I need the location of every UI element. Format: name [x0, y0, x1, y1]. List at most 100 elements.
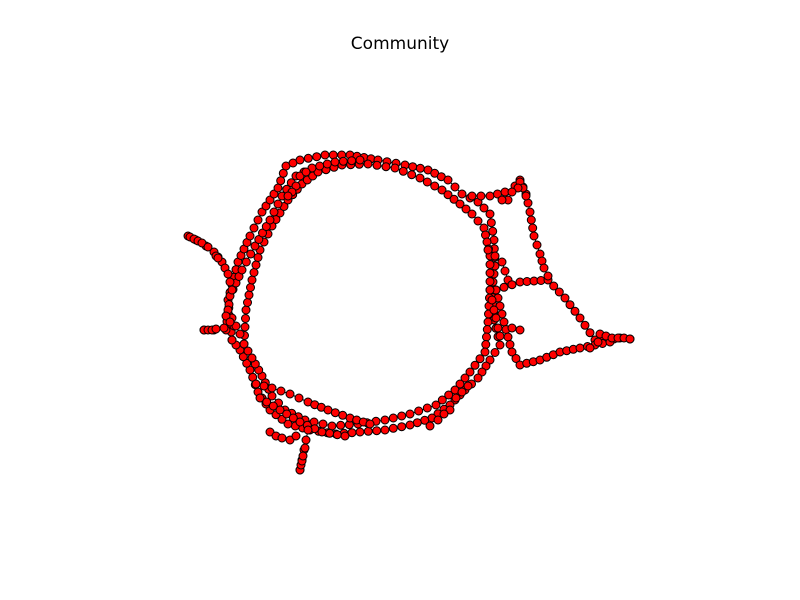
- graph-edge: [304, 419, 333, 427]
- graph-node: [225, 317, 235, 327]
- graph-node: [318, 419, 328, 429]
- graph-node: [467, 191, 477, 201]
- graph-node: [251, 379, 261, 389]
- graph-node: [327, 421, 337, 431]
- graph-node: [457, 189, 467, 199]
- node-layer: [183, 150, 635, 475]
- graph-node: [473, 216, 483, 226]
- graph-node: [325, 428, 335, 438]
- graph-node: [457, 387, 467, 397]
- graph-node: [539, 263, 549, 273]
- graph-node: [500, 266, 510, 276]
- graph-node: [433, 415, 443, 425]
- graph-node: [213, 253, 223, 263]
- graph-node: [398, 166, 408, 176]
- graph-node: [507, 187, 517, 197]
- graph-node: [507, 323, 517, 333]
- graph-node: [461, 204, 471, 214]
- graph-node: [443, 190, 453, 200]
- graph-node: [275, 405, 285, 415]
- graph-node: [225, 277, 235, 287]
- graph-node: [303, 153, 313, 163]
- graph-node: [532, 240, 542, 250]
- graph-node: [312, 152, 322, 162]
- graph-node: [241, 305, 251, 315]
- graph-node: [575, 313, 585, 323]
- graph-node: [405, 420, 415, 430]
- graph-node: [315, 161, 325, 171]
- graph-node: [470, 360, 480, 370]
- graph-node: [529, 231, 539, 241]
- graph-node: [330, 157, 340, 167]
- graph-node: [388, 423, 398, 433]
- graph-node: [488, 226, 498, 236]
- graph-node: [298, 451, 308, 461]
- graph-node: [625, 334, 635, 344]
- graph-node: [407, 170, 417, 180]
- graph-node: [449, 194, 459, 204]
- graph-node: [549, 281, 559, 291]
- graph-node: [485, 285, 495, 295]
- graph-node: [481, 340, 491, 349]
- graph-node: [485, 191, 495, 201]
- graph-node: [414, 406, 424, 416]
- graph-node: [511, 354, 521, 363]
- graph-node: [397, 411, 407, 421]
- graph-node: [490, 251, 500, 261]
- graph-node: [253, 253, 263, 262]
- graph-node: [372, 160, 382, 170]
- graph-node: [227, 335, 237, 345]
- graph-node: [503, 332, 513, 342]
- graph-node: [246, 249, 256, 259]
- graph-node: [276, 176, 286, 186]
- graph-node: [505, 340, 515, 349]
- graph-node: [249, 268, 259, 277]
- graph-node: [294, 393, 304, 403]
- graph-node: [277, 433, 287, 443]
- graph-node: [247, 275, 257, 285]
- graph-node: [491, 313, 501, 323]
- graph-node: [241, 314, 250, 323]
- figure-title: Community: [350, 34, 450, 54]
- graph-node: [340, 431, 350, 441]
- graph-node: [463, 381, 473, 391]
- graph-node: [422, 177, 432, 187]
- graph-node: [303, 425, 313, 435]
- graph-node: [485, 277, 495, 286]
- graph-node: [278, 168, 288, 178]
- graph-node: [381, 162, 391, 172]
- graph-node: [483, 317, 493, 327]
- graph-node: [499, 282, 509, 292]
- graph-node: [485, 260, 495, 269]
- graph-node: [497, 257, 507, 267]
- graph-node: [243, 346, 253, 356]
- graph-node: [372, 426, 382, 436]
- graph-node: [497, 195, 507, 205]
- graph-node: [485, 209, 495, 219]
- graph-node: [250, 241, 260, 251]
- graph-node: [211, 324, 221, 334]
- graph-node: [507, 347, 517, 357]
- graph-node: [239, 339, 249, 349]
- graph-node: [363, 426, 373, 436]
- graph-node: [495, 340, 505, 350]
- graph-node: [570, 306, 580, 316]
- graph-node: [412, 418, 422, 428]
- graph-node: [499, 317, 509, 327]
- graph-node: [268, 401, 278, 411]
- graph-node: [251, 260, 261, 270]
- graph-node: [408, 162, 418, 172]
- graph-node: [422, 403, 432, 413]
- graph-edge: [367, 163, 396, 169]
- graph-node: [323, 405, 333, 415]
- graph-node: [322, 159, 332, 169]
- graph-node: [247, 353, 257, 363]
- graph-node: [269, 207, 279, 217]
- graph-node: [493, 323, 503, 333]
- graph-node: [580, 320, 590, 330]
- graph-node: [317, 427, 327, 437]
- graph-node: [288, 413, 298, 423]
- graph-node: [554, 287, 564, 297]
- graph-node: [521, 191, 531, 201]
